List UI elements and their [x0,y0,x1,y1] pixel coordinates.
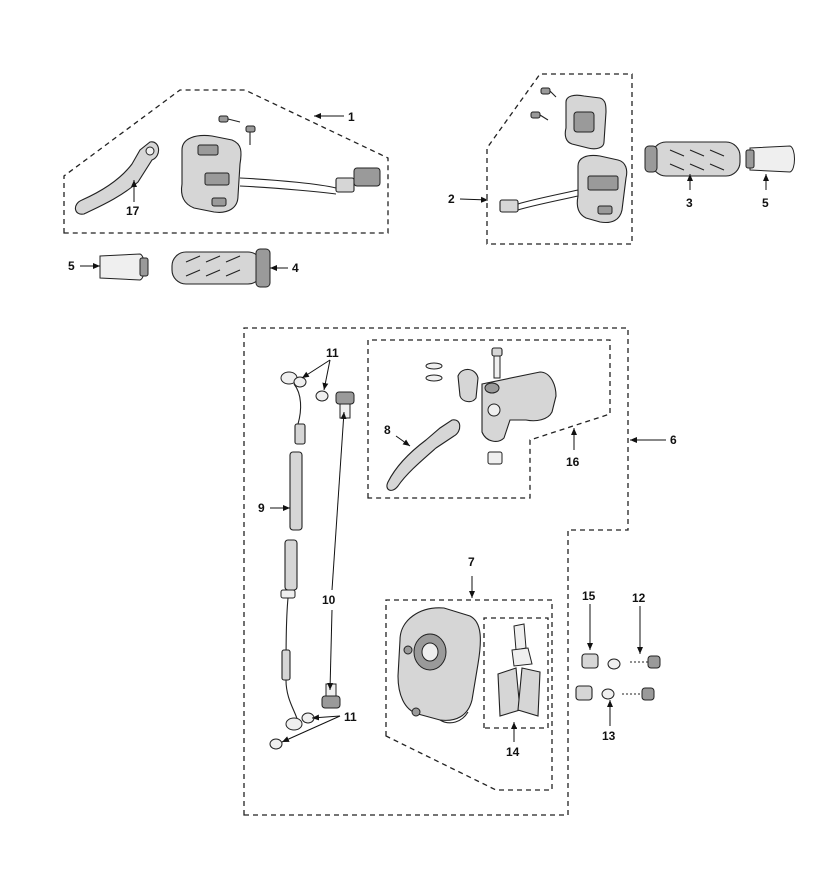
leader-11-top-b [322,359,331,391]
callout-1: 1 [348,110,355,124]
copper-washers-11-top [293,376,329,402]
leader-10-top [331,411,347,591]
leader-11-bottom-a [311,714,341,721]
brake-pads-14 [497,623,541,717]
callout-5-left: 5 [68,259,75,273]
small-sleeve [487,451,503,465]
sleeves-15 [575,653,599,701]
callout-14: 14 [506,745,520,759]
master-cylinder-body [481,371,557,442]
callout-16: 16 [566,455,580,469]
master-cylinder-screws [425,362,443,382]
group-14-boundary [483,617,549,729]
leader-10-bottom [327,609,334,691]
brake-lever-17 [74,141,160,215]
washer-13 [601,658,621,700]
right-switch-screws [530,87,557,121]
callout-5-right: 5 [762,196,769,210]
callout-8: 8 [384,423,391,437]
bar-end-weight-5-right [745,145,795,173]
group-7-boundary [385,599,553,791]
callout-13: 13 [602,729,616,743]
callout-9: 9 [258,501,265,515]
group-6-boundary [243,327,629,816]
banjo-bolt-10-top [335,391,355,419]
callout-12: 12 [632,591,646,605]
leader-8 [395,435,411,447]
brake-hose-9 [280,371,306,731]
group-1-boundary [63,89,389,234]
leader-11-top-a [301,359,331,379]
banjo-bolt-10-bottom [321,683,341,709]
callout-11-top: 11 [326,346,339,360]
callout-3: 3 [686,196,693,210]
callout-10: 10 [322,593,336,607]
screw-pair [218,115,256,145]
callout-17: 17 [126,204,140,218]
copper-washers-11-bottom [269,712,315,750]
right-switch-upper-housing [564,94,607,150]
brake-lever-8 [386,419,461,491]
callout-7: 7 [468,555,475,569]
master-cylinder-bolt [491,347,503,379]
callout-4: 4 [292,261,299,275]
callout-11-bottom: 11 [344,710,357,724]
leader-11-bottom-b [281,715,341,743]
callout-2: 2 [448,192,455,206]
caliper-bolts-12 [622,655,661,701]
right-switch-lower-housing [499,154,628,224]
leader-2 [459,196,489,203]
handlebar-grip-4 [171,248,271,288]
bar-end-weight-5-left [99,253,149,281]
throttle-grip-3 [644,141,741,177]
brake-caliper-7 [397,607,481,724]
master-cylinder-clamp [457,368,479,403]
callout-6: 6 [670,433,677,447]
left-switch-housing [180,134,381,213]
callout-15: 15 [582,589,596,603]
group-16-boundary [367,339,611,499]
